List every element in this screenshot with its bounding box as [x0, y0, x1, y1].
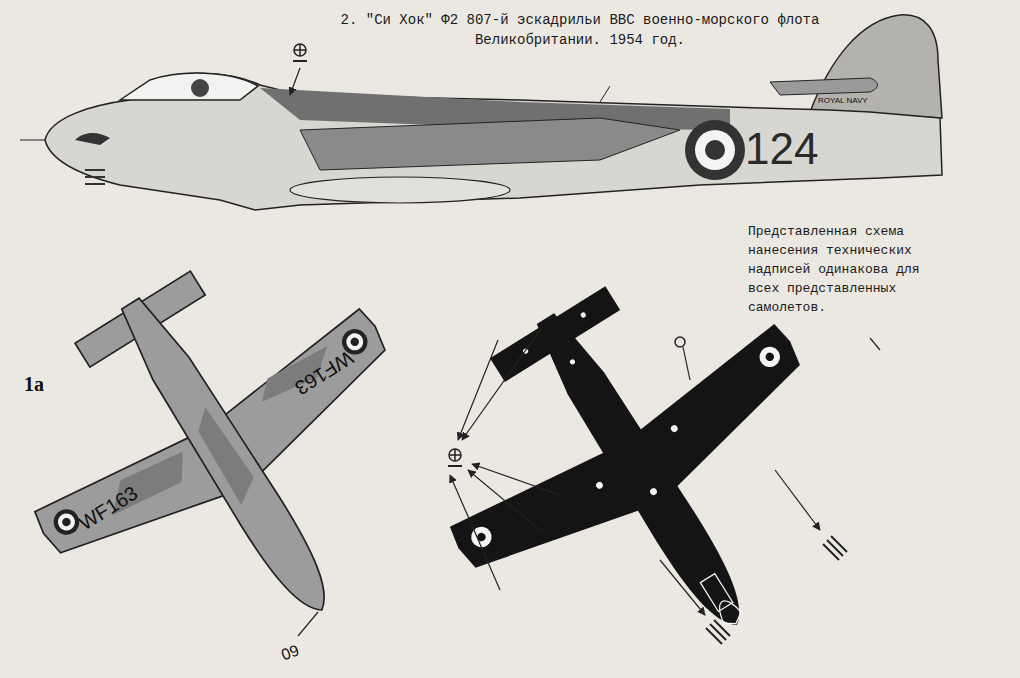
- view-number: 1a: [24, 372, 44, 396]
- side-number: 124: [745, 124, 818, 174]
- plan-view-top: [0, 200, 488, 678]
- caption-title: 2. "Си Хок" Ф2 807-й эскадрильи ВВС воен…: [325, 10, 835, 50]
- tail-marking: ROYAL NAVY: [818, 96, 868, 106]
- leader-lines: [448, 330, 880, 644]
- callout-number: 60: [279, 640, 302, 663]
- note-text: Представленная схема нанесения техническ…: [748, 222, 930, 317]
